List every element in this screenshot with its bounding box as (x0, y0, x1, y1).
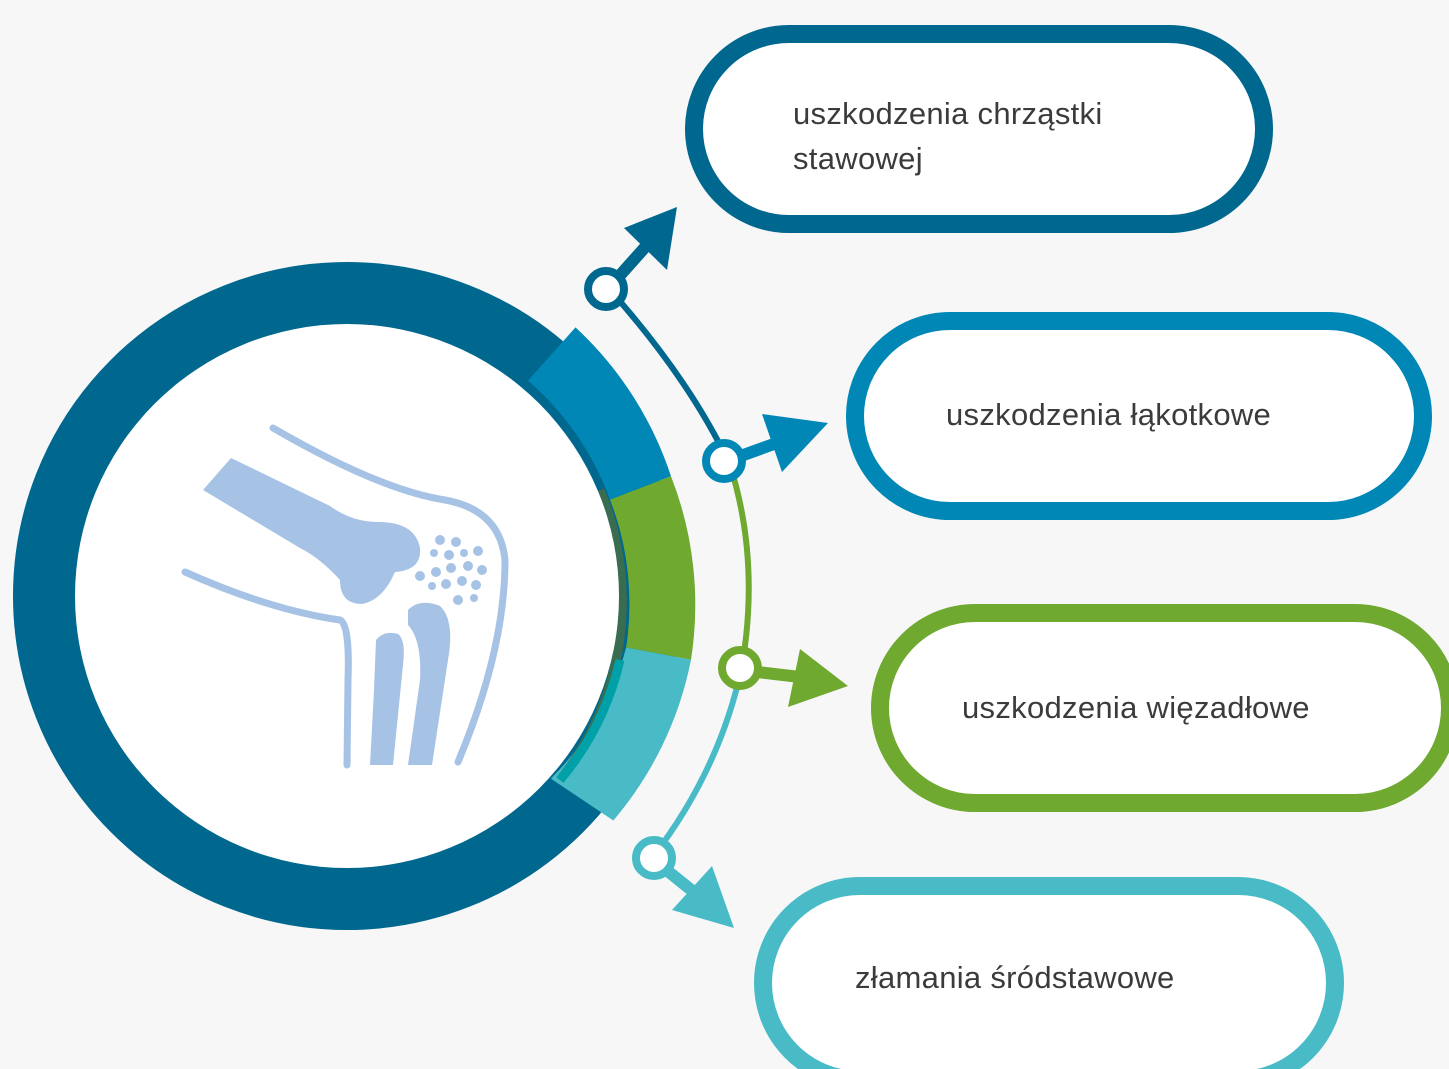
label-meniscus: uszkodzenia łąkotkowe (946, 393, 1271, 438)
label-ligament: uszkodzenia więzadłowe (962, 686, 1310, 731)
arrow-3 (722, 649, 848, 707)
arrow-1 (588, 207, 677, 307)
label-fracture: złamania śródstawowe (855, 956, 1175, 1001)
label-cartilage: uszkodzenia chrząstki stawowej (793, 92, 1193, 182)
arrow-2 (706, 414, 828, 479)
arrow-4 (636, 840, 734, 928)
